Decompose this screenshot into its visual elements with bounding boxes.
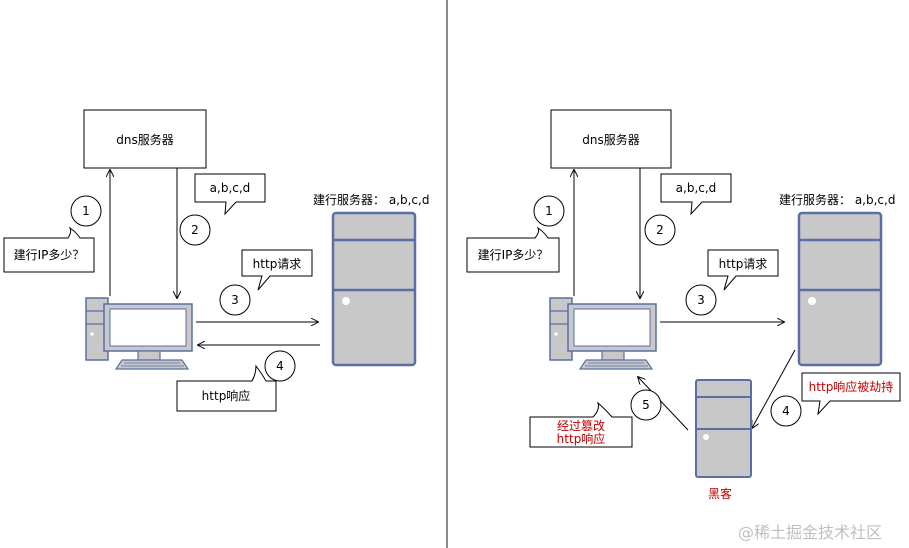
- response-bubble-text: http响应: [202, 388, 251, 403]
- step3-circle-right: [685, 284, 717, 316]
- dns-server-label-right: dns服务器: [582, 132, 639, 147]
- dns-server-box-right: [550, 109, 672, 169]
- step1-circle: [70, 195, 102, 227]
- step3-number-right: 3: [697, 293, 705, 307]
- question-bubble-text-right: 建行IP多少？: [478, 248, 549, 262]
- dns-server-label: dns服务器: [116, 132, 173, 147]
- left-panel: dns服务器 建行IP多少？ 1 a,b,c,d 2 建行服务器： a,b,c,…: [3, 109, 429, 412]
- arrow-hacker-to-client: [638, 377, 689, 431]
- tampered-bubble-line2: http响应: [557, 431, 606, 446]
- step5-number: 5: [642, 398, 650, 412]
- question-bubble: [3, 226, 95, 273]
- step4-number: 4: [276, 359, 284, 373]
- dns-server-box: [83, 109, 207, 169]
- bank-server-label: 建行服务器： a,b,c,d: [313, 192, 429, 207]
- request-bubble-text-right: http请求: [719, 257, 768, 271]
- bank-server-icon: [331, 211, 417, 367]
- tampered-bubble: [529, 401, 633, 448]
- step1-number: 1: [82, 204, 90, 218]
- request-bubble: [241, 249, 313, 291]
- question-bubble-text: 建行IP多少？: [14, 248, 85, 262]
- step4-circle: [264, 350, 296, 382]
- hijack-bubble: [801, 372, 901, 416]
- step4-circle-right: [770, 395, 802, 427]
- question-bubble-right: [466, 226, 560, 273]
- client-computer-icon-right: [549, 297, 657, 370]
- step2-number-right: 2: [656, 223, 664, 237]
- hacker-server-icon: [695, 379, 752, 478]
- step3-circle: [219, 284, 251, 316]
- step2-circle-right: [644, 214, 676, 246]
- step1-circle-right: [533, 195, 565, 227]
- hijack-bubble-text: http响应被劫持: [809, 379, 894, 394]
- answer-bubble-right: [660, 173, 732, 216]
- hacker-label: 黑客: [708, 486, 732, 501]
- response-bubble: [176, 364, 277, 412]
- step5-circle: [630, 389, 662, 421]
- bank-server-label-right: 建行服务器： a,b,c,d: [779, 192, 895, 207]
- step1-number-right: 1: [545, 204, 553, 218]
- arrow-server-to-hacker: [752, 349, 796, 428]
- request-bubble-text: http请求: [253, 257, 302, 271]
- answer-bubble: [194, 173, 266, 216]
- client-computer-icon: [85, 297, 193, 370]
- step3-number: 3: [231, 293, 239, 307]
- step2-circle: [179, 214, 211, 246]
- bank-server-icon-right: [797, 211, 883, 367]
- watermark: @稀土掘金技术社区: [738, 523, 882, 542]
- step4-number-right: 4: [782, 404, 790, 418]
- tampered-bubble-line1: 经过篡改: [557, 418, 605, 433]
- right-panel: dns服务器 建行IP多少？ 1 a,b,c,d 2 建行服务器： a,b,c,…: [466, 109, 901, 501]
- answer-bubble-text-right: a,b,c,d: [676, 181, 717, 195]
- request-bubble-right: [707, 249, 779, 291]
- step2-number: 2: [191, 223, 199, 237]
- answer-bubble-text: a,b,c,d: [210, 181, 251, 195]
